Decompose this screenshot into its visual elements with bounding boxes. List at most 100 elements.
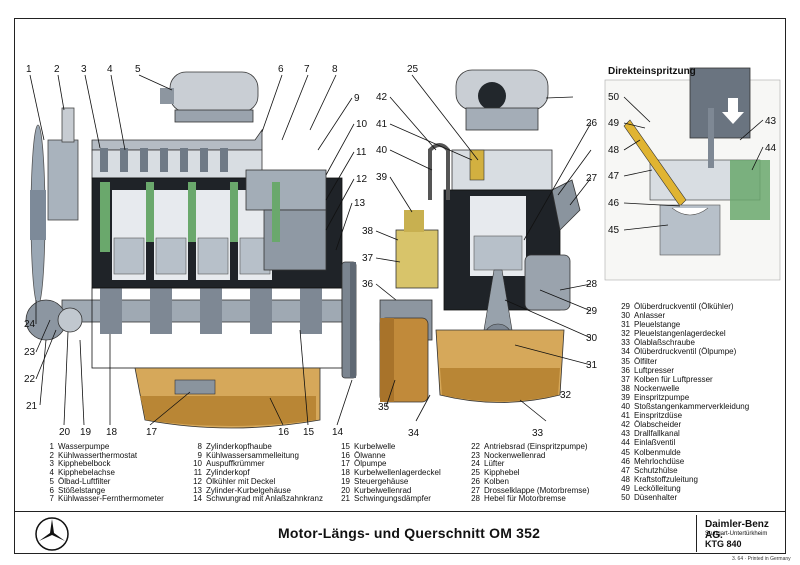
callout-29: 29: [586, 306, 598, 317]
callout-4: 4: [107, 64, 113, 75]
title-block: Motor-Längs- und Querschnitt OM 352 Daim…: [14, 511, 786, 555]
callout-32: 32: [560, 390, 572, 401]
oil-level-cross: [440, 368, 560, 402]
exhaust-manifold: [245, 169, 327, 211]
callout-2: 2: [54, 64, 60, 75]
cylinder-head-cross: [451, 149, 553, 191]
callout-46: 46: [608, 198, 620, 209]
maker-city: Stuttgart-Untertürkheim: [705, 531, 768, 537]
water-pump: [47, 139, 79, 221]
callout-47: 47: [608, 171, 620, 182]
callout-12: 12: [356, 174, 368, 185]
callout-15: 15: [303, 427, 315, 438]
callout-33: 33: [532, 428, 544, 439]
callout-10: 10: [356, 119, 368, 130]
injector-cross: [469, 149, 485, 181]
callout-40: 40: [376, 145, 388, 156]
coolant-jackets: [100, 182, 280, 252]
callout-39: 39: [376, 172, 388, 183]
cylinder-head: [91, 149, 263, 179]
callout-17: 17: [146, 427, 158, 438]
callout-27: 27: [586, 173, 598, 184]
air-filter-cross: [455, 69, 549, 131]
oil-bath-air-filter: [160, 71, 259, 123]
callout-31: 31: [586, 360, 598, 371]
callout-50: 50: [608, 92, 620, 103]
maker-name: Daimler-Benz AG.: [705, 519, 769, 541]
crankshaft: [61, 288, 353, 334]
callout-44: 44: [765, 143, 777, 154]
callout-21: 21: [26, 401, 38, 412]
rocker-assembly: [100, 148, 228, 172]
callout-22: 22: [24, 374, 36, 385]
callout-19: 19: [80, 427, 92, 438]
cylinder-head-cover: [91, 128, 263, 151]
flywheel: [341, 261, 357, 379]
callout-5: 5: [135, 64, 141, 75]
inset-title: Direkteinspritzung: [608, 66, 696, 77]
callout-18: 18: [106, 427, 118, 438]
callout-25: 25: [407, 64, 419, 75]
callout-38: 38: [362, 226, 374, 237]
document-code: KTG 840: [705, 539, 742, 549]
callout-35: 35: [378, 402, 390, 413]
callout-1: 1: [26, 64, 32, 75]
poster-title: Motor-Längs- und Querschnitt OM 352: [278, 525, 541, 541]
print-note: 3. 64 · Printed in Germany: [732, 556, 791, 562]
callout-43: 43: [765, 116, 777, 127]
swirl-intake-port: [689, 67, 751, 139]
callout-3: 3: [81, 64, 87, 75]
callout-42: 42: [376, 92, 388, 103]
callout-30: 30: [586, 333, 598, 344]
callout-20: 20: [59, 427, 71, 438]
callout-6: 6: [278, 64, 284, 75]
longitudinal-section: [25, 71, 357, 429]
fan-blades: [30, 124, 46, 306]
direct-injection-inset: [604, 67, 781, 281]
piston-cross: [473, 235, 523, 271]
cross-section: [379, 69, 581, 403]
exhaust-brake-flap: [551, 179, 581, 231]
callout-45: 45: [608, 225, 620, 236]
callout-13: 13: [354, 198, 366, 209]
